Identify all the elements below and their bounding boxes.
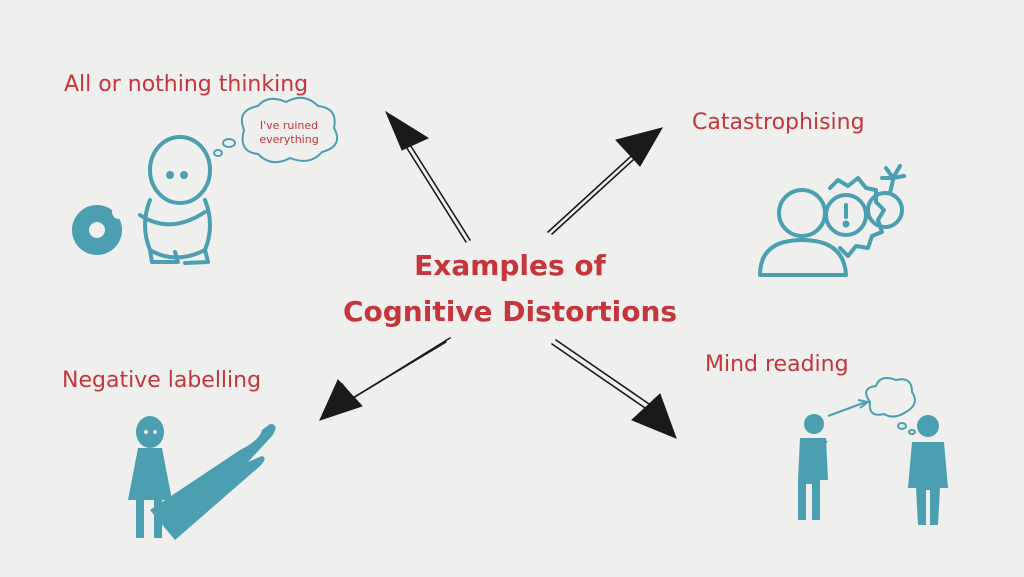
- label-mind-reading: Mind reading: [705, 352, 849, 377]
- mind-reading-people-icon: [798, 377, 948, 525]
- arrow-down-right: [551, 339, 677, 439]
- title-line-2: Cognitive Distortions: [342, 295, 678, 328]
- donut-icon: [72, 205, 126, 255]
- sad-person-icon: [138, 135, 212, 265]
- arrow-down-left: [319, 337, 451, 421]
- thought-bubble-text: I've ruined everything: [259, 119, 319, 146]
- label-catastrophising: Catastrophising: [692, 110, 865, 135]
- arrow-up-right: [547, 127, 664, 235]
- diagram-title: Examples of Cognitive Distortions: [300, 243, 720, 335]
- label-all-or-nothing: All or nothing thinking: [64, 72, 309, 97]
- people-gear-bomb-icon: [758, 164, 906, 277]
- label-negative-labelling: Negative labelling: [62, 368, 262, 393]
- person-shadow-icon: [128, 416, 276, 540]
- title-line-1: Examples of: [414, 249, 606, 282]
- thought-bubble-icon: [213, 96, 338, 164]
- arrow-up-left: [384, 110, 471, 243]
